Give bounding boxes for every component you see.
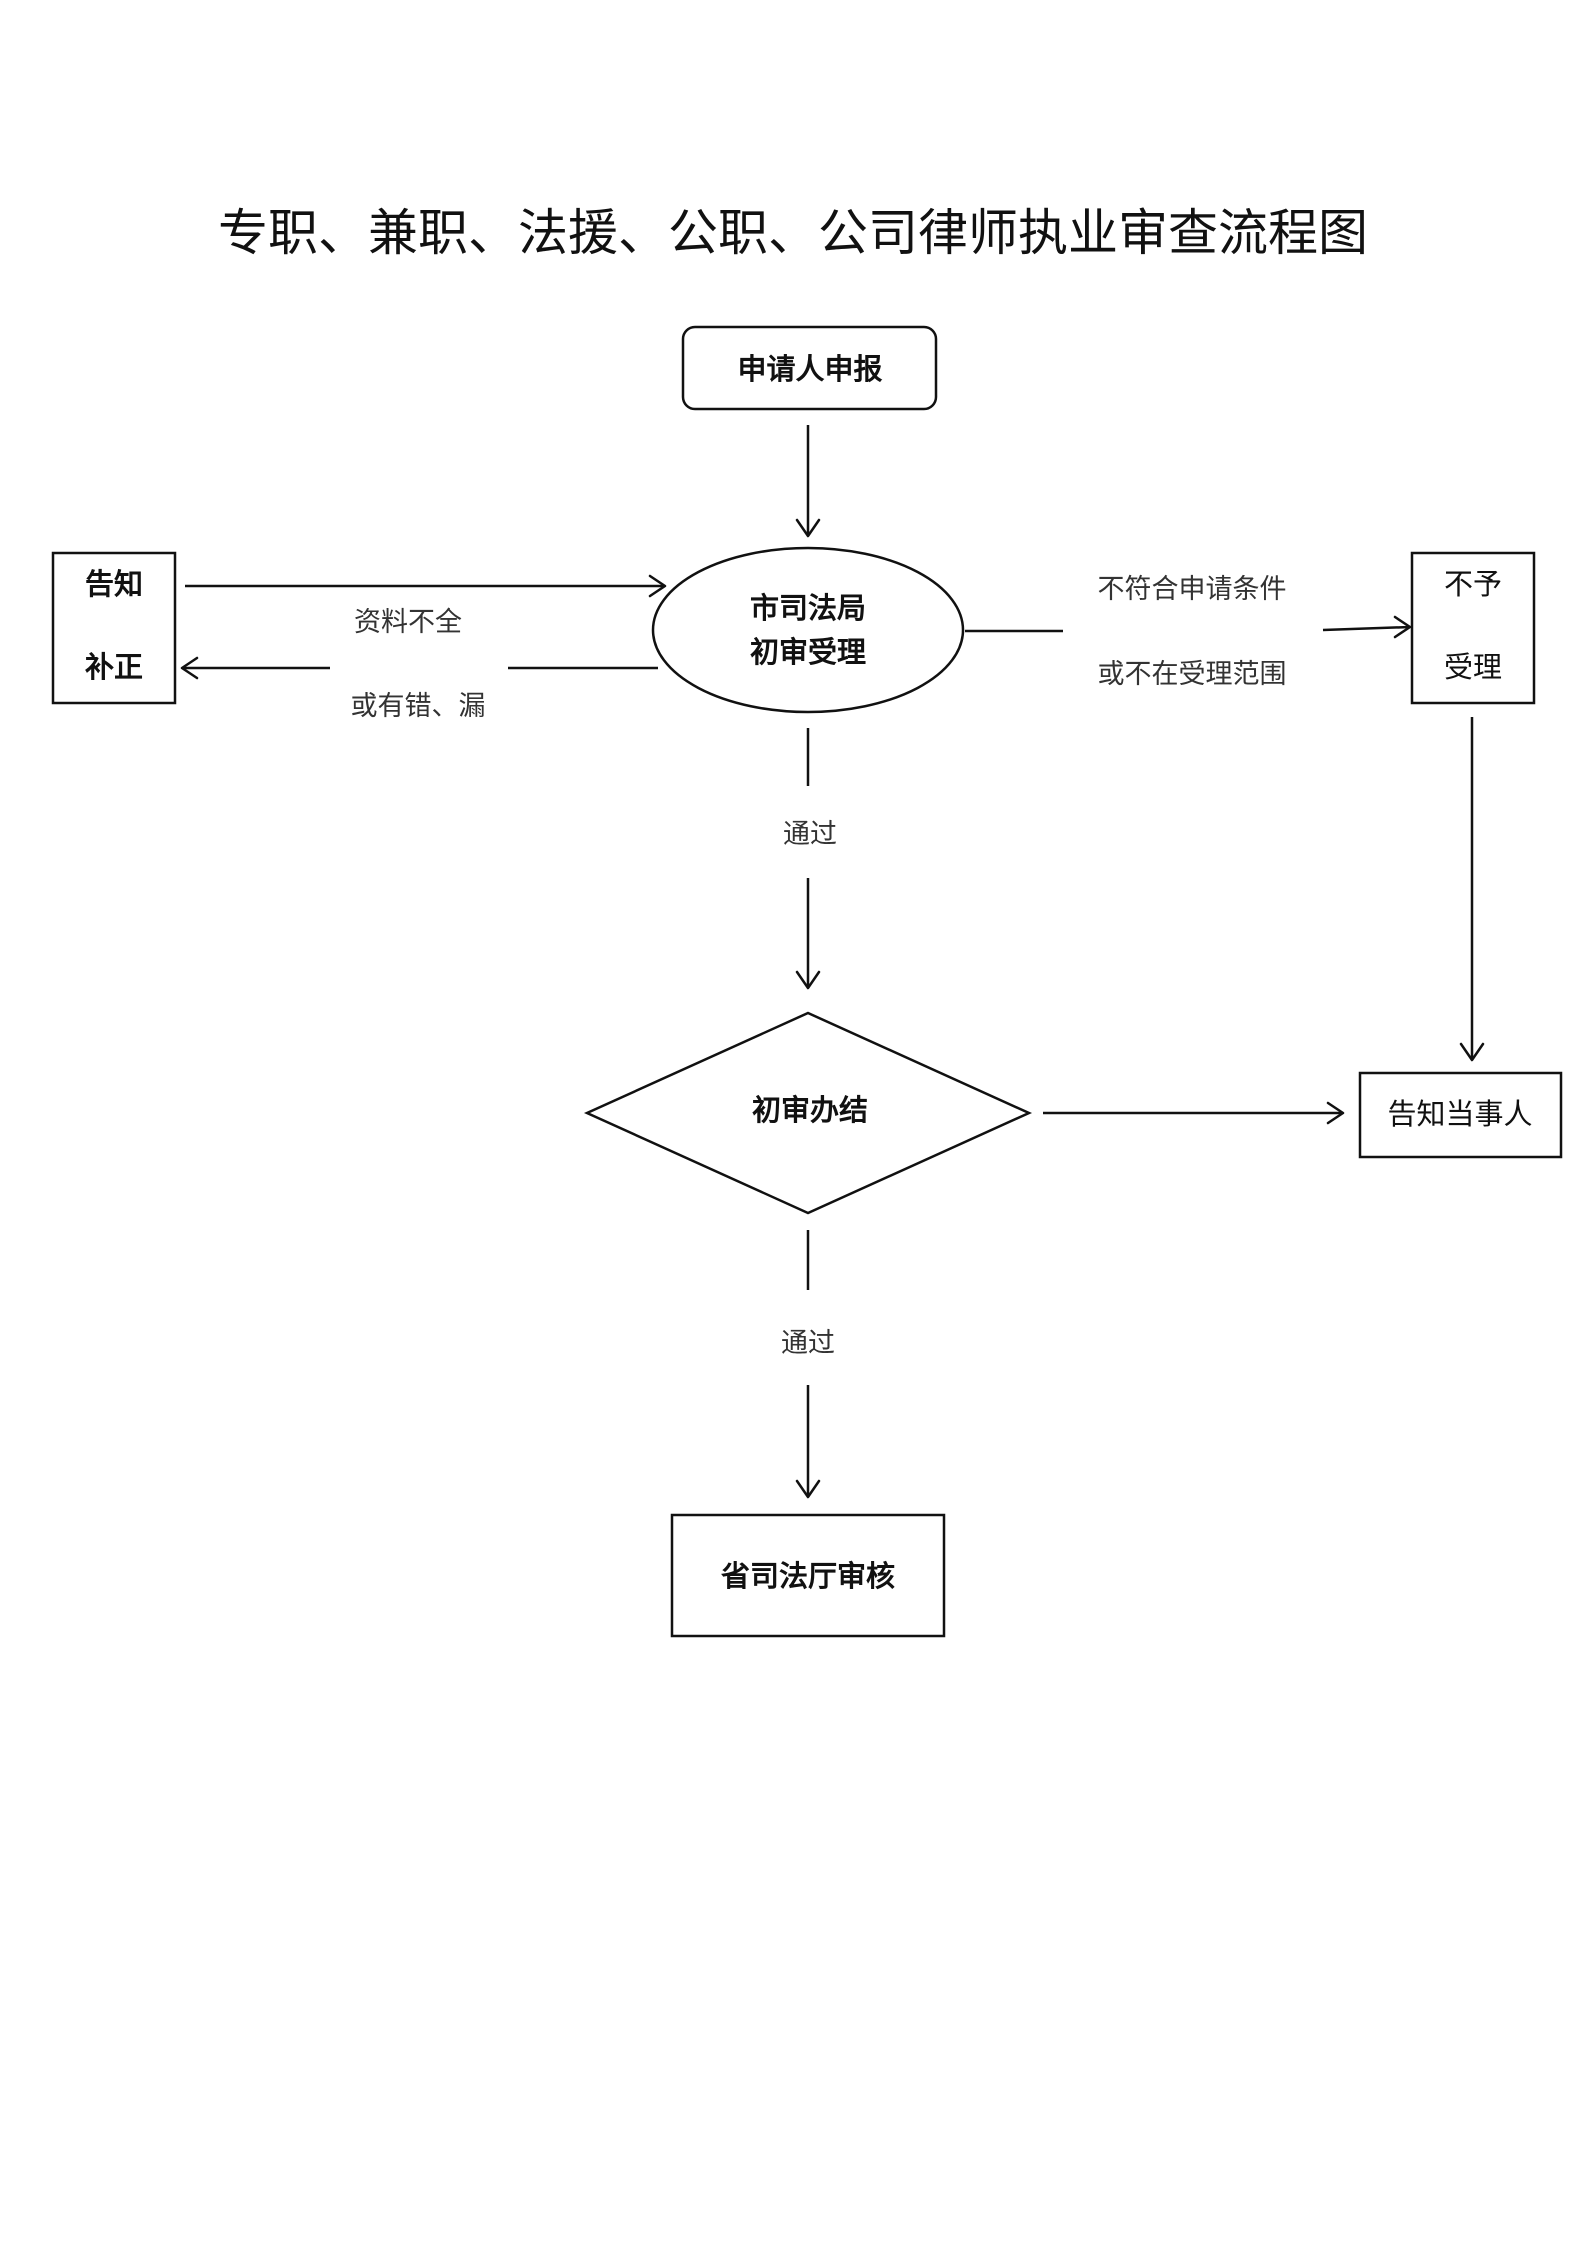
edge-label-pass-2: 通过 xyxy=(781,1328,835,1359)
node-reject: 不予 受理 xyxy=(1410,551,1536,705)
edge-label-incomplete-line2: 或有错、漏 xyxy=(351,691,486,722)
edge-city-accept-to-first-review xyxy=(795,728,821,990)
edge-label-pass-1: 通过 xyxy=(783,819,837,850)
node-notify-party: 告知当事人 xyxy=(1358,1071,1563,1159)
node-notify-fix: 告知 补正 xyxy=(51,551,177,705)
node-first-review-done-label: 初审办结 xyxy=(752,1093,868,1127)
edge-label-ineligible-line2: 或不在受理范围 xyxy=(1098,659,1287,690)
node-city-accept-line1: 市司法局 xyxy=(750,591,866,625)
edge-notify-fix-to-city-accept xyxy=(185,574,667,598)
node-apply-label: 申请人申报 xyxy=(737,352,882,386)
node-first-review-done: 初审办结 xyxy=(583,1011,1033,1215)
node-reject-line2: 受理 xyxy=(1444,650,1502,684)
node-city-accept: 市司法局 初审受理 xyxy=(651,546,965,714)
edge-city-accept-to-notify-fix xyxy=(180,656,658,680)
node-reject-line1: 不予 xyxy=(1444,567,1502,601)
edge-first-review-to-province xyxy=(795,1230,821,1499)
diagram-title: 专职、兼职、法援、公职、公司律师执业审查流程图 xyxy=(218,204,1368,262)
node-notify-party-label: 告知当事人 xyxy=(1387,1097,1532,1131)
node-city-accept-line2: 初审受理 xyxy=(750,635,866,669)
edge-reject-to-notify-party xyxy=(1459,717,1485,1062)
node-province-review-label: 省司法厅审核 xyxy=(721,1559,895,1593)
node-notify-fix-line2: 补正 xyxy=(85,650,143,684)
edge-label-incomplete-line1: 资料不全 xyxy=(354,607,462,638)
edge-apply-to-city-accept xyxy=(795,425,821,538)
edge-label-ineligible-line1: 不符合申请条件 xyxy=(1098,574,1287,605)
node-apply: 申请人申报 xyxy=(681,325,938,411)
edge-city-accept-to-reject xyxy=(965,615,1412,639)
node-province-review: 省司法厅审核 xyxy=(670,1513,946,1638)
node-notify-fix-line1: 告知 xyxy=(85,567,143,601)
edge-first-review-to-notify-party xyxy=(1043,1101,1345,1125)
